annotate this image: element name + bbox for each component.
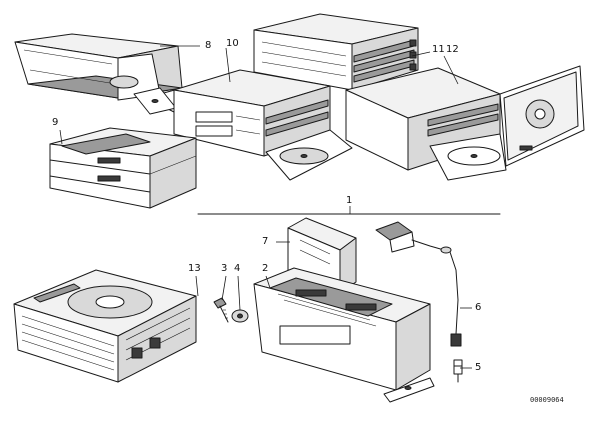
reference-code: 00009064 bbox=[530, 396, 564, 404]
part-7-cover-plate bbox=[287, 217, 357, 293]
callout-7: 7 bbox=[262, 236, 269, 247]
part-5-fuse bbox=[453, 359, 463, 383]
callout-12: 12 bbox=[446, 44, 459, 55]
callout-11: 11 bbox=[432, 44, 445, 55]
part-10-disc-magazine bbox=[173, 69, 353, 181]
part-4-washer bbox=[231, 309, 249, 323]
part-3-screw bbox=[213, 297, 229, 323]
part-6-connector-cable bbox=[375, 221, 462, 347]
callout-3: 3 bbox=[221, 263, 228, 274]
part-11-magazine bbox=[253, 13, 419, 91]
part-2-mounting-bracket bbox=[253, 267, 435, 403]
leader-lines bbox=[59, 45, 472, 369]
callout-10: 10 bbox=[226, 38, 239, 49]
part-8-storage-box bbox=[14, 33, 207, 119]
callout-5: 5 bbox=[475, 362, 482, 373]
callout-1: 1 bbox=[346, 195, 353, 206]
callout-4: 4 bbox=[234, 263, 241, 274]
callout-13: 13 bbox=[188, 263, 201, 274]
callout-6: 6 bbox=[475, 302, 482, 313]
callout-8: 8 bbox=[205, 40, 212, 51]
callout-2: 2 bbox=[262, 263, 269, 274]
part-12-changer-unit bbox=[345, 65, 585, 181]
part-9-changer-unit bbox=[49, 127, 197, 209]
part-13-changer-housing bbox=[13, 269, 197, 383]
callout-9: 9 bbox=[52, 117, 59, 128]
